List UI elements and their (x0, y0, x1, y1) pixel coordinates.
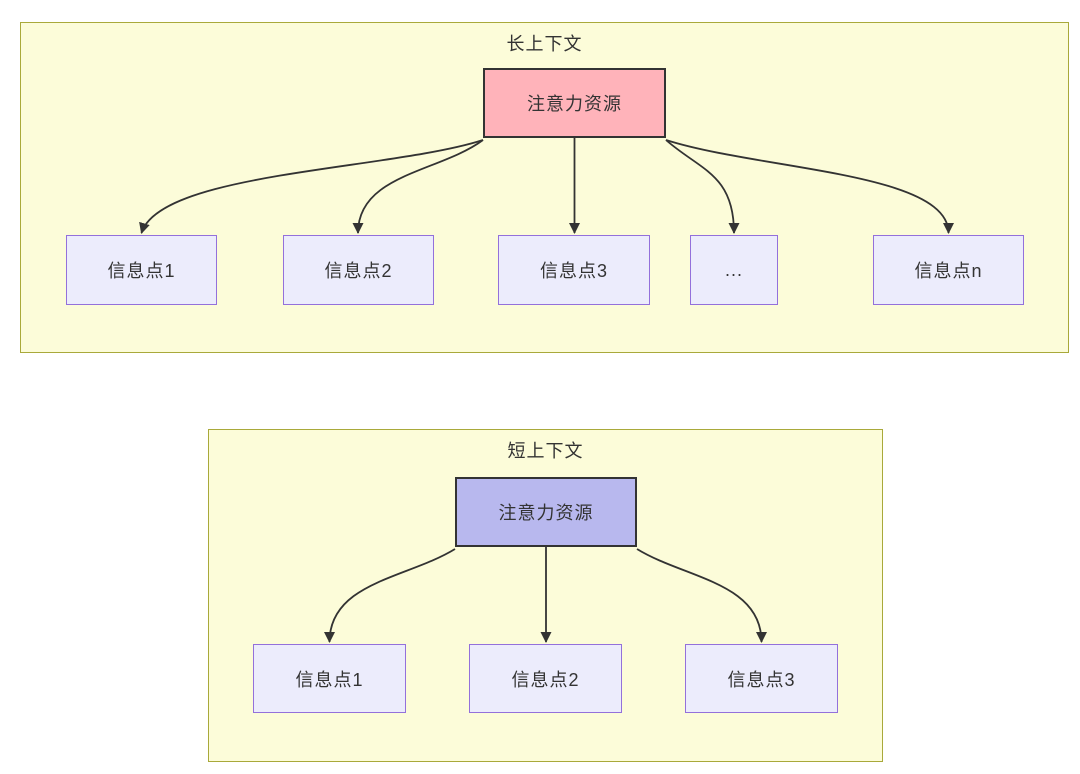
long-attention-resource-box: 注意力资源 (483, 68, 666, 138)
short-attention-resource-box: 注意力资源 (455, 477, 637, 547)
short-info-node-2: 信息点2 (469, 644, 622, 713)
short-info-node-1: 信息点1 (253, 644, 406, 713)
long-info-node-1: 信息点1 (66, 235, 217, 305)
long-info-node-3: 信息点3 (498, 235, 650, 305)
long-context-title: 长上下文 (506, 34, 583, 54)
long-info-node-n: 信息点n (873, 235, 1024, 305)
short-info-node-3: 信息点3 (685, 644, 838, 713)
long-info-node-ellipsis: ... (690, 235, 778, 305)
short-context-title: 短上下文 (507, 441, 584, 461)
long-info-node-2: 信息点2 (283, 235, 434, 305)
